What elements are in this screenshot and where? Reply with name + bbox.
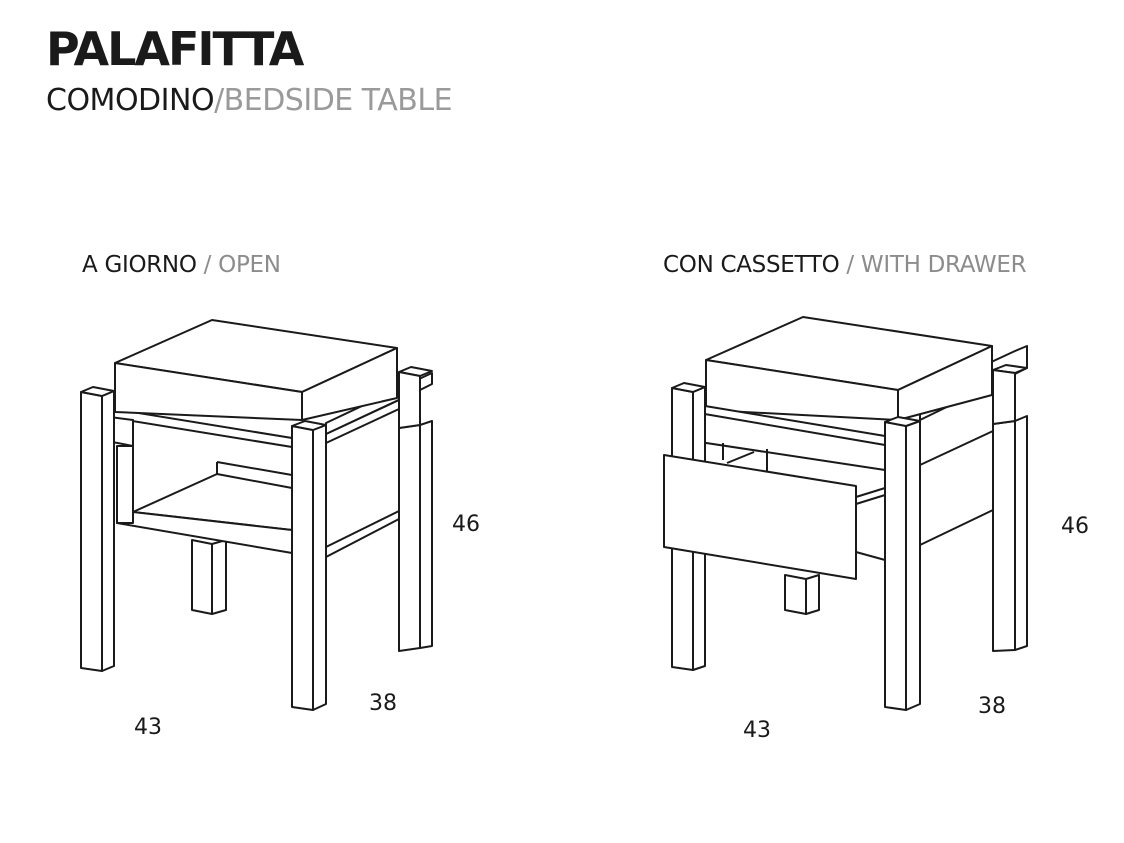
product-title: PALAFITTA (46, 22, 304, 76)
variant-open-separator: / (196, 252, 219, 278)
variant-drawer-label-it: CON CASSETTO (663, 252, 840, 278)
subtitle-italian: COMODINO (46, 83, 215, 118)
open-bedside-table-drawing (80, 319, 433, 711)
variant-open-label: A GIORNO / OPEN (82, 254, 281, 277)
open-width-dimension: 43 (134, 715, 162, 740)
variant-drawer-label: CON CASSETTO / WITH DRAWER (663, 252, 1027, 278)
open-depth-dimension: 38 (369, 691, 397, 716)
drawer-bedside-table-drawing (663, 316, 1028, 711)
subtitle-separator: / (214, 83, 224, 118)
drawer-depth-dimension: 38 (978, 694, 1006, 719)
variant-open-label-it: A GIORNO (82, 252, 197, 278)
product-subtitle: COMODINO/BEDSIDE TABLE (46, 83, 453, 118)
variant-open-label-en: OPEN (218, 252, 281, 278)
variant-drawer-separator: / (839, 252, 861, 278)
open-height-dimension: 46 (452, 512, 480, 537)
subtitle-english: BEDSIDE TABLE (223, 83, 453, 118)
drawer-width-dimension: 43 (743, 718, 771, 743)
variant-drawer-label-en: WITH DRAWER (860, 252, 1027, 278)
drawer-height-dimension: 46 (1061, 514, 1089, 539)
